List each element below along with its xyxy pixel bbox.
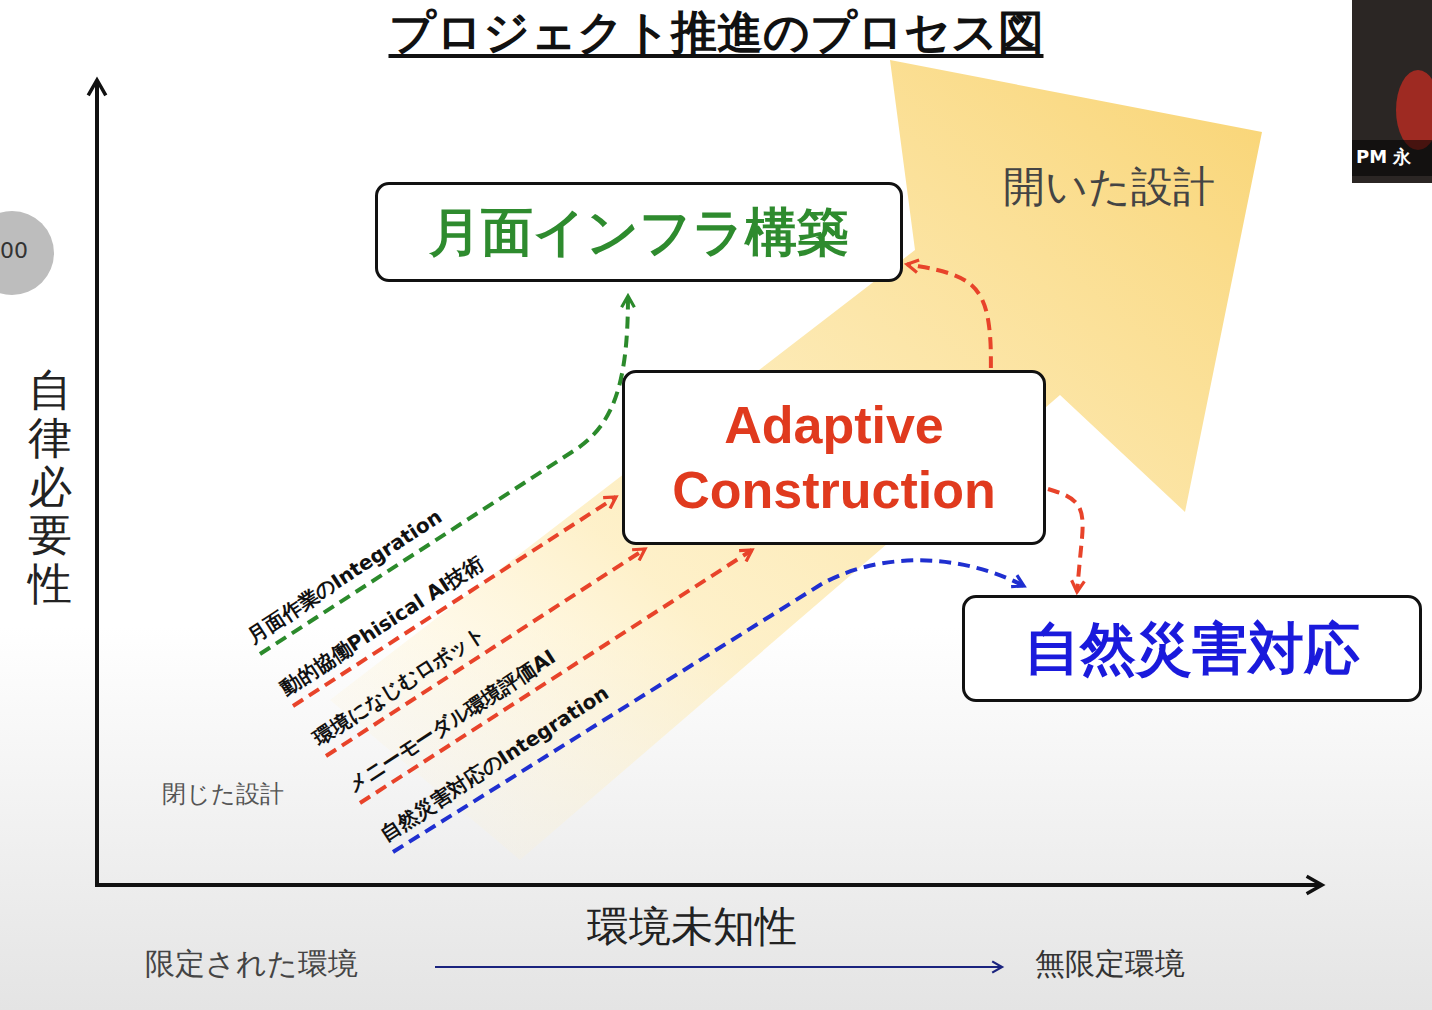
process-box: 月面インフラ構築 — [375, 182, 903, 282]
webcam-figure — [1396, 70, 1432, 150]
y-axis — [95, 80, 99, 887]
environment-range-arrow — [435, 966, 1002, 968]
title-block: プロジェクト推進のプロセス図 — [0, 2, 1432, 64]
dashed-connector — [1048, 489, 1083, 592]
webcam-name-bar — [1352, 140, 1432, 176]
process-box: Adaptive Construction — [622, 370, 1046, 545]
player-badge — [0, 211, 54, 295]
axis-range-label: 無限定環境 — [1035, 946, 1185, 982]
region-label: 閉じた設計 — [162, 780, 284, 809]
axis-range-label: 限定された環境 — [145, 946, 358, 982]
region-label: 開いた設計 — [1003, 162, 1215, 212]
diagram-title: プロジェクト推進のプロセス図 — [389, 5, 1044, 59]
webcam-name: PM 永 — [1356, 146, 1411, 168]
dashed-connector — [907, 264, 991, 368]
box-label: 月面インフラ構築 — [394, 201, 884, 263]
process-box: 自然災害対応 — [962, 595, 1422, 702]
box-label: Adaptive Construction — [641, 393, 1027, 523]
x-axis — [95, 883, 1322, 887]
badge-number: 00 — [0, 238, 28, 264]
axis-title: 環境未知性 — [587, 902, 797, 952]
red-dashed-arrow — [326, 549, 645, 756]
box-label: 自然災害対応 — [981, 615, 1403, 682]
axis-title: 自律必要性 — [28, 366, 72, 608]
big-progress-arrow — [330, 60, 1262, 860]
